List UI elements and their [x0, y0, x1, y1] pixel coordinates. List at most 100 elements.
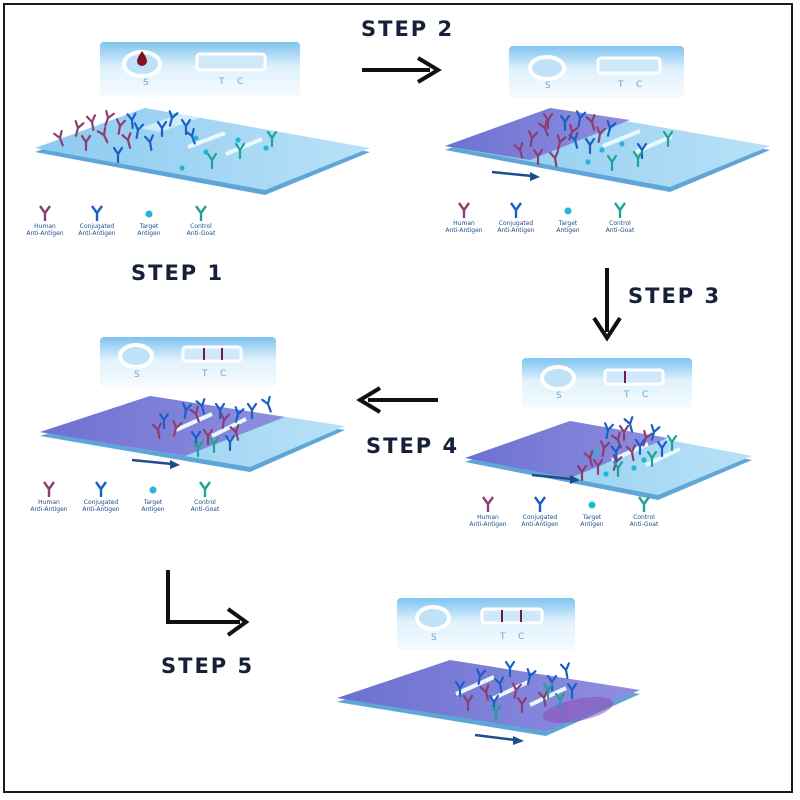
antibody-icon [126, 112, 137, 130]
antibody-icon [479, 684, 490, 701]
antibody-icon [85, 114, 96, 131]
antibody-icon [195, 398, 206, 415]
antigen-icon [588, 501, 596, 509]
antigen-icon [585, 159, 591, 165]
antibody-icon [559, 662, 570, 679]
antibody-icon [39, 205, 51, 221]
antibody-icon [542, 682, 554, 700]
antibody-icon [566, 682, 578, 700]
antibody-icon [43, 481, 55, 497]
test-mark: T [623, 390, 630, 400]
test-mark: T [617, 80, 624, 90]
antibody-icon [202, 428, 214, 446]
antibody-icon [528, 130, 539, 147]
antigen-icon [193, 135, 199, 141]
antibody-icon [542, 112, 554, 130]
flow-arrow [491, 170, 540, 181]
antibody-icon [490, 704, 502, 722]
arrow-corner-icon [166, 570, 250, 637]
test-cassette: S T C [100, 42, 300, 97]
antibody-icon [224, 434, 236, 452]
flow-arrow [131, 458, 180, 469]
antibody-icon [592, 458, 604, 476]
antigen-icon [145, 210, 153, 218]
sample-mark: S [431, 633, 437, 643]
antibody-icon [95, 481, 107, 497]
test-mark: T [218, 77, 225, 87]
antibody-icon [610, 444, 621, 462]
sample-mark: S [134, 370, 140, 380]
step-2-label: STEP 2 [361, 17, 455, 41]
panel-step3: S T C [465, 358, 752, 500]
antigen-icon [619, 141, 625, 147]
antibody-icon [476, 668, 487, 685]
antibody-icon [246, 402, 258, 420]
antibody-icon [584, 137, 596, 155]
antibody-icon [53, 129, 64, 147]
antibody-icon [576, 110, 587, 127]
antibody-icon [538, 119, 549, 137]
antibody-icon [158, 412, 170, 430]
antibody-icon [504, 660, 516, 678]
control-mark: C [518, 632, 524, 642]
antibody-icon [606, 154, 618, 172]
antibody-icon [112, 146, 124, 164]
antibody-icon [650, 424, 661, 441]
antibody-icon [510, 202, 522, 218]
antibody-icon [656, 440, 668, 458]
antibody-icon [80, 134, 92, 152]
panel-step5: S T C [337, 598, 640, 745]
control-mark: C [220, 369, 226, 379]
antibody-icon [642, 429, 653, 447]
antigen-icon [593, 449, 599, 455]
antibody-icon [513, 142, 524, 159]
antibody-icon [554, 692, 566, 710]
test-strip [337, 660, 640, 745]
antigen-icon [149, 486, 157, 494]
step-5-label: STEP 5 [161, 654, 255, 678]
step-4-label: STEP 4 [366, 434, 460, 458]
sample-mark: S [143, 78, 149, 88]
antibody-icon [512, 682, 523, 699]
antibody-icon [143, 134, 154, 151]
antibody-icon [646, 450, 658, 468]
antibody-icon [666, 434, 678, 452]
panel-step1: S T C [35, 42, 370, 195]
antibody-icon [583, 450, 594, 467]
test-strip [445, 108, 770, 192]
antigen-icon [564, 207, 572, 215]
antibody-icon [91, 205, 103, 221]
antibody-icon [266, 130, 278, 148]
test-cassette: S T C [397, 598, 575, 650]
antibody-icon [234, 142, 246, 160]
antibody-icon [596, 126, 607, 143]
antibody-icon [134, 122, 145, 139]
antibody-icon [548, 150, 559, 167]
antibody-icon [625, 444, 636, 461]
control-mark: C [237, 77, 243, 87]
blood-drop-icon [137, 51, 147, 66]
antibody-icon [234, 406, 245, 423]
panel-step4: S T C [40, 337, 345, 472]
antibody-icon [606, 120, 617, 137]
antigen-icon [603, 471, 609, 477]
antibody-icon [614, 202, 626, 218]
antigen-icon [599, 147, 605, 153]
antibody-icon [214, 402, 226, 420]
test-cassette: S T C [522, 358, 692, 408]
antibody-icon [493, 676, 504, 693]
antigen-icon [235, 137, 241, 143]
antibody-icon [182, 402, 193, 419]
antibody-icon [516, 696, 528, 714]
